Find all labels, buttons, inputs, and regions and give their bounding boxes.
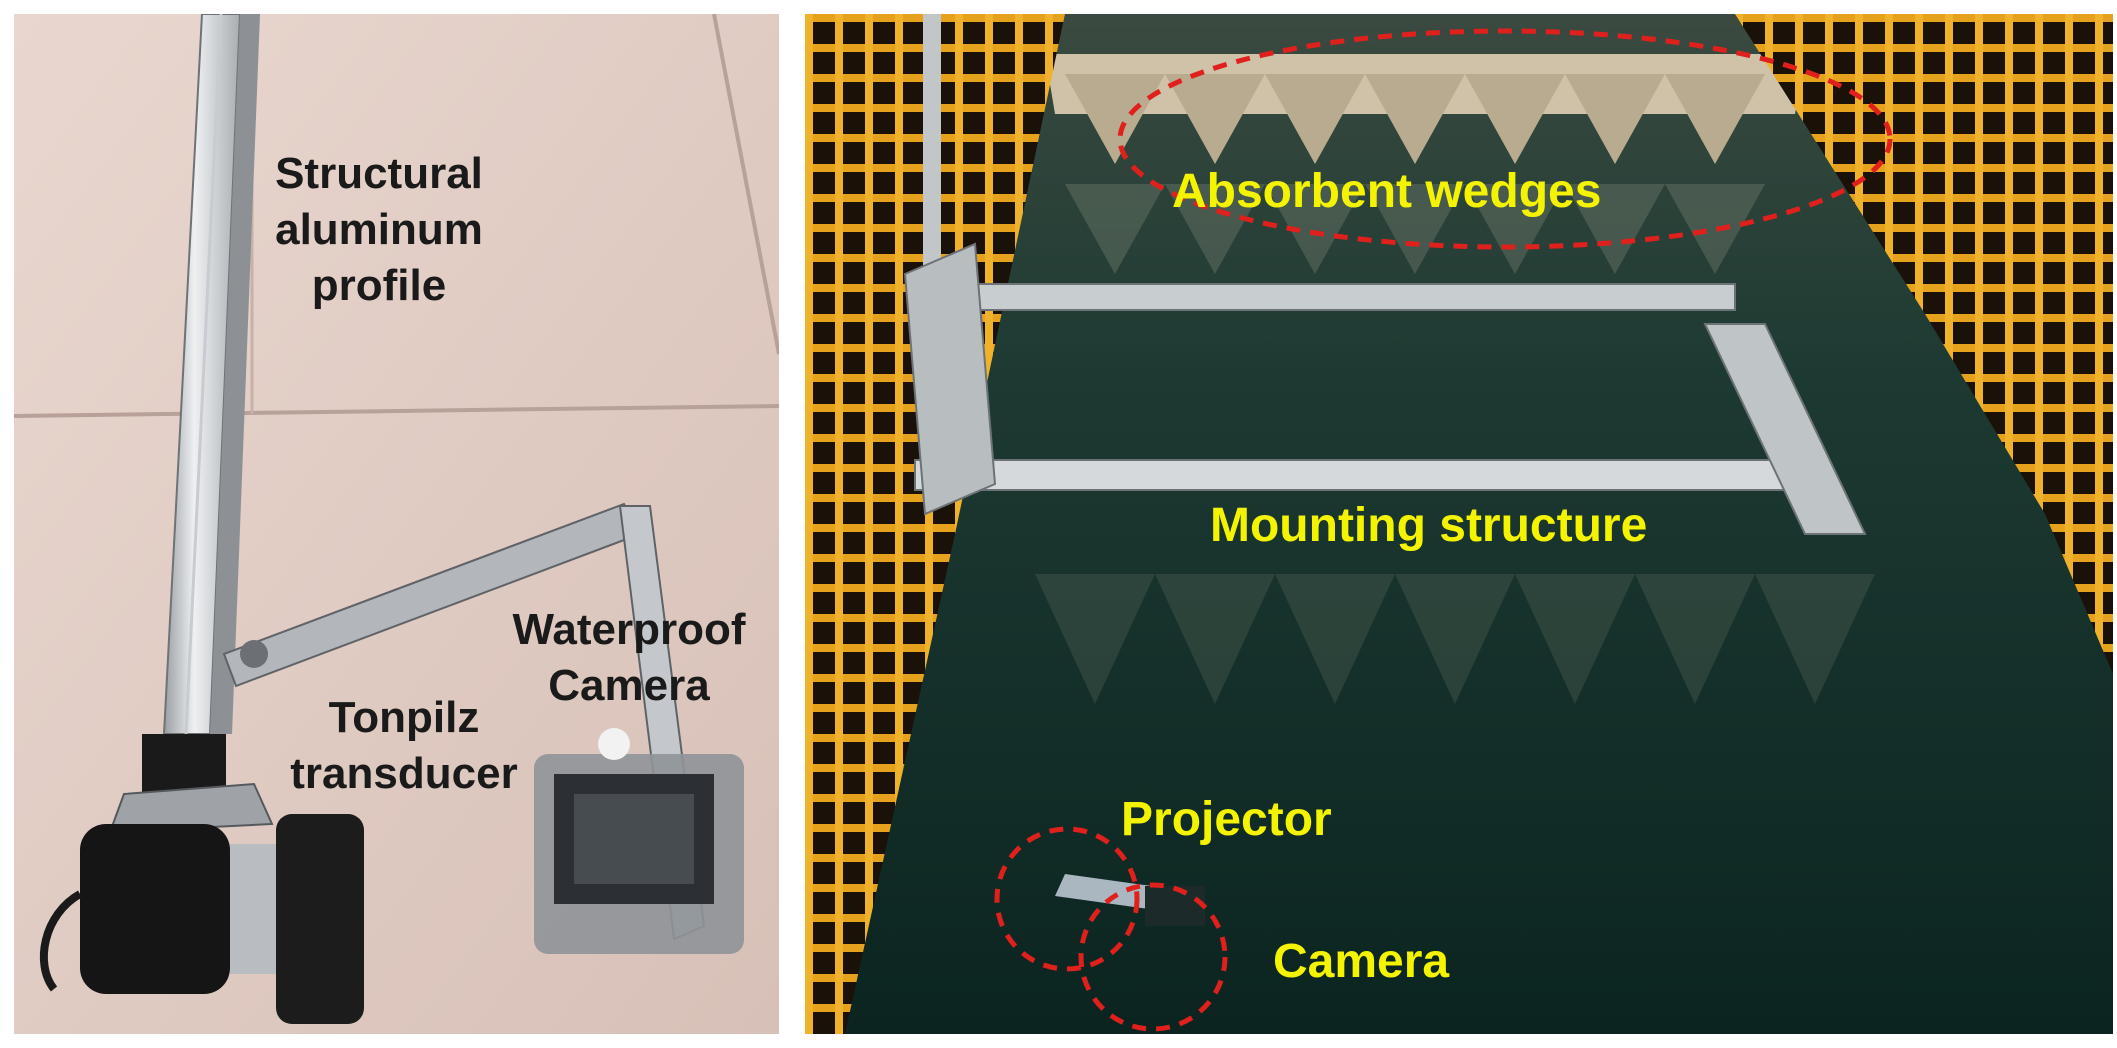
right-photo bbox=[805, 14, 2113, 1034]
aluminum-profile bbox=[162, 14, 260, 735]
left-grating-walkway bbox=[805, 14, 1065, 1034]
right-photo-panel: Absorbent wedges Mounting structure Proj… bbox=[805, 14, 2113, 1034]
camera-label-line-2: Camera bbox=[548, 661, 710, 710]
transducer-label-line-2: transducer bbox=[290, 749, 518, 798]
profile-label-line-1: Structural bbox=[275, 149, 483, 198]
transducer-label-line-1: Tonpilz bbox=[328, 693, 480, 742]
absorbent-wedges bbox=[1035, 54, 1875, 704]
camera-highlight-circle bbox=[1078, 882, 1228, 1032]
label-projector: Projector bbox=[1121, 793, 1332, 846]
camera-label-line-1: Waterproof bbox=[512, 605, 746, 654]
label-structural-aluminum-profile: Structural aluminum profile bbox=[229, 146, 529, 314]
label-waterproof-camera: Waterproof Camera bbox=[479, 602, 779, 714]
label-tonpilz-transducer: Tonpilz transducer bbox=[259, 690, 549, 802]
label-absorbent-wedges: Absorbent wedges bbox=[1172, 165, 1602, 218]
right-grating-walkway bbox=[1735, 14, 2113, 674]
waterproof-camera bbox=[534, 728, 744, 954]
label-camera: Camera bbox=[1273, 935, 1450, 988]
profile-label-line-3: profile bbox=[311, 261, 447, 310]
submerged-projector-camera bbox=[1055, 874, 1205, 926]
mounting-structure bbox=[903, 14, 1867, 535]
wedges-highlight-ellipse bbox=[1117, 28, 1893, 250]
projector-highlight-circle bbox=[994, 826, 1140, 972]
tonpilz-transducer bbox=[39, 734, 364, 1024]
profile-label-line-2: aluminum bbox=[275, 205, 483, 254]
label-mounting-structure: Mounting structure bbox=[1210, 499, 1648, 552]
left-photo bbox=[14, 14, 779, 1034]
left-photo-panel: Structural aluminum profile Waterproof C… bbox=[14, 14, 779, 1034]
